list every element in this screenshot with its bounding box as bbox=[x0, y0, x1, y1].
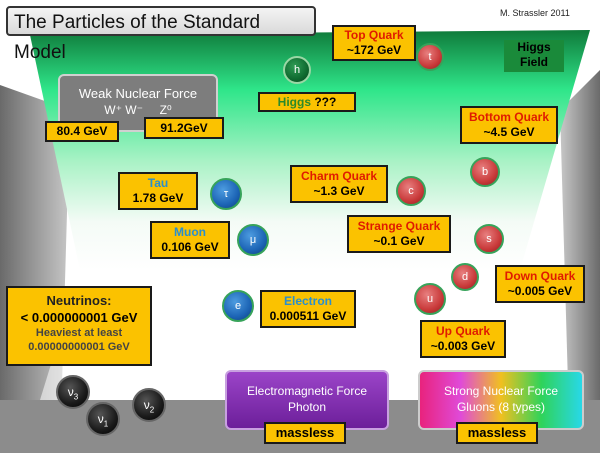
electron-label: Electron 0.000511 GeV bbox=[260, 290, 356, 328]
w-mass-value: 80.4 GeV bbox=[56, 124, 108, 138]
neutrino-3-subscript: 3 bbox=[73, 392, 79, 402]
neutrino-1-symbol: ν bbox=[97, 412, 104, 426]
higgs-name: Higgs bbox=[277, 95, 311, 109]
higgs-particle: h bbox=[283, 56, 311, 84]
higgs-symbol: h bbox=[293, 64, 301, 76]
down-quark: d bbox=[451, 263, 479, 291]
charm-quark: c bbox=[396, 176, 426, 206]
neutrinos-heaviest-mass: 0.00000000001 GeV bbox=[28, 341, 130, 353]
top-quark-name: Top Quark bbox=[344, 28, 404, 42]
page-title: The Particles of the Standard Model bbox=[6, 6, 316, 63]
charm-quark-mass: ~1.3 GeV bbox=[313, 184, 365, 198]
neutrino-3-symbol: ν bbox=[67, 385, 74, 399]
muon-symbol: μ bbox=[249, 234, 257, 246]
weak-force-bosons: W⁺ W⁻ Z⁰ bbox=[60, 103, 216, 117]
higgs-field-label: Higgs Field bbox=[504, 40, 564, 72]
tau-lepton: τ bbox=[210, 178, 242, 210]
bottom-quark-name: Bottom Quark bbox=[468, 110, 549, 124]
neutrino-2-symbol: ν bbox=[143, 398, 150, 412]
tau-name: Tau bbox=[147, 176, 169, 190]
up-quark-symbol: u bbox=[426, 293, 434, 305]
neutrino-2: ν2 bbox=[132, 388, 166, 422]
em-mass-label: massless bbox=[264, 422, 346, 444]
top-quark-label: Top Quark ~172 GeV bbox=[332, 25, 416, 61]
charm-quark-symbol: c bbox=[408, 185, 414, 197]
up-quark-label: Up Quark ~0.003 GeV bbox=[420, 320, 506, 358]
muon-lepton: μ bbox=[237, 224, 269, 256]
author-credit: M. Strassler 2011 bbox=[500, 8, 570, 18]
neutrino-3: ν3 bbox=[56, 375, 90, 409]
strong-force-title: Strong Nuclear Force bbox=[443, 384, 559, 398]
em-force-box: Electromagnetic Force Photon bbox=[225, 370, 389, 430]
higgs-mass: ??? bbox=[314, 95, 337, 109]
weak-force-title: Weak Nuclear Force bbox=[78, 86, 198, 101]
strange-quark-label: Strange Quark ~0.1 GeV bbox=[347, 215, 451, 253]
down-quark-symbol: d bbox=[461, 271, 469, 283]
bottom-quark-symbol: b bbox=[481, 166, 489, 178]
tau-mass: 1.78 GeV bbox=[132, 191, 184, 205]
em-force-particle: Photon bbox=[287, 400, 327, 414]
strange-quark-name: Strange Quark bbox=[357, 219, 441, 233]
charm-quark-label: Charm Quark ~1.3 GeV bbox=[290, 165, 388, 203]
z-boson-label: Z⁰ bbox=[159, 103, 172, 117]
electron-symbol: e bbox=[234, 300, 242, 312]
strange-quark: s bbox=[474, 224, 504, 254]
z-mass-label: 91.2GeV bbox=[144, 117, 224, 139]
w-mass-label: 80.4 GeV bbox=[45, 121, 119, 142]
electron-mass: 0.000511 GeV bbox=[269, 309, 347, 323]
bottom-quark-mass: ~4.5 GeV bbox=[483, 125, 535, 139]
neutrino-1: ν1 bbox=[86, 402, 120, 436]
bottom-quark: b bbox=[470, 157, 500, 187]
up-quark-name: Up Quark bbox=[435, 324, 490, 338]
charm-quark-name: Charm Quark bbox=[300, 169, 378, 183]
up-quark-mass: ~0.003 GeV bbox=[430, 339, 496, 353]
top-quark: t bbox=[416, 43, 444, 71]
muon-name: Muon bbox=[174, 225, 206, 239]
muon-label: Muon 0.106 GeV bbox=[150, 221, 230, 259]
neutrinos-heaviest-label: Heaviest at least bbox=[35, 327, 123, 339]
higgs-label: Higgs ??? bbox=[258, 92, 356, 112]
bottom-quark-label: Bottom Quark ~4.5 GeV bbox=[460, 106, 558, 144]
top-quark-mass: ~172 GeV bbox=[346, 43, 402, 57]
z-mass-value: 91.2GeV bbox=[160, 121, 208, 135]
top-quark-symbol: t bbox=[428, 51, 432, 63]
down-quark-label: Down Quark ~0.005 GeV bbox=[495, 265, 585, 303]
neutrinos-name: Neutrinos: bbox=[46, 293, 112, 308]
up-quark: u bbox=[414, 283, 446, 315]
strong-force-box: Strong Nuclear Force Gluons (8 types) bbox=[418, 370, 584, 430]
strong-force-particle: Gluons (8 types) bbox=[456, 400, 546, 414]
muon-mass: 0.106 GeV bbox=[161, 240, 219, 254]
down-quark-name: Down Quark bbox=[504, 269, 576, 283]
strong-mass-label: massless bbox=[456, 422, 538, 444]
strange-quark-symbol: s bbox=[486, 233, 492, 245]
tau-label: Tau 1.78 GeV bbox=[118, 172, 198, 210]
neutrinos-mass: < 0.000000001 GeV bbox=[20, 310, 138, 325]
neutrino-1-subscript: 1 bbox=[103, 419, 109, 429]
w-boson-label: W⁺ W⁻ bbox=[104, 103, 143, 117]
strange-quark-mass: ~0.1 GeV bbox=[373, 234, 425, 248]
neutrino-2-subscript: 2 bbox=[149, 405, 155, 415]
tau-symbol: τ bbox=[223, 188, 229, 200]
strong-mass-value: massless bbox=[467, 425, 527, 440]
down-quark-mass: ~0.005 GeV bbox=[507, 284, 573, 298]
em-force-title: Electromagnetic Force bbox=[246, 384, 368, 398]
electron-name: Electron bbox=[283, 294, 332, 308]
electron-lepton: e bbox=[222, 290, 254, 322]
neutrinos-label: Neutrinos: < 0.000000001 GeV Heaviest at… bbox=[6, 286, 152, 366]
em-mass-value: massless bbox=[275, 425, 335, 440]
